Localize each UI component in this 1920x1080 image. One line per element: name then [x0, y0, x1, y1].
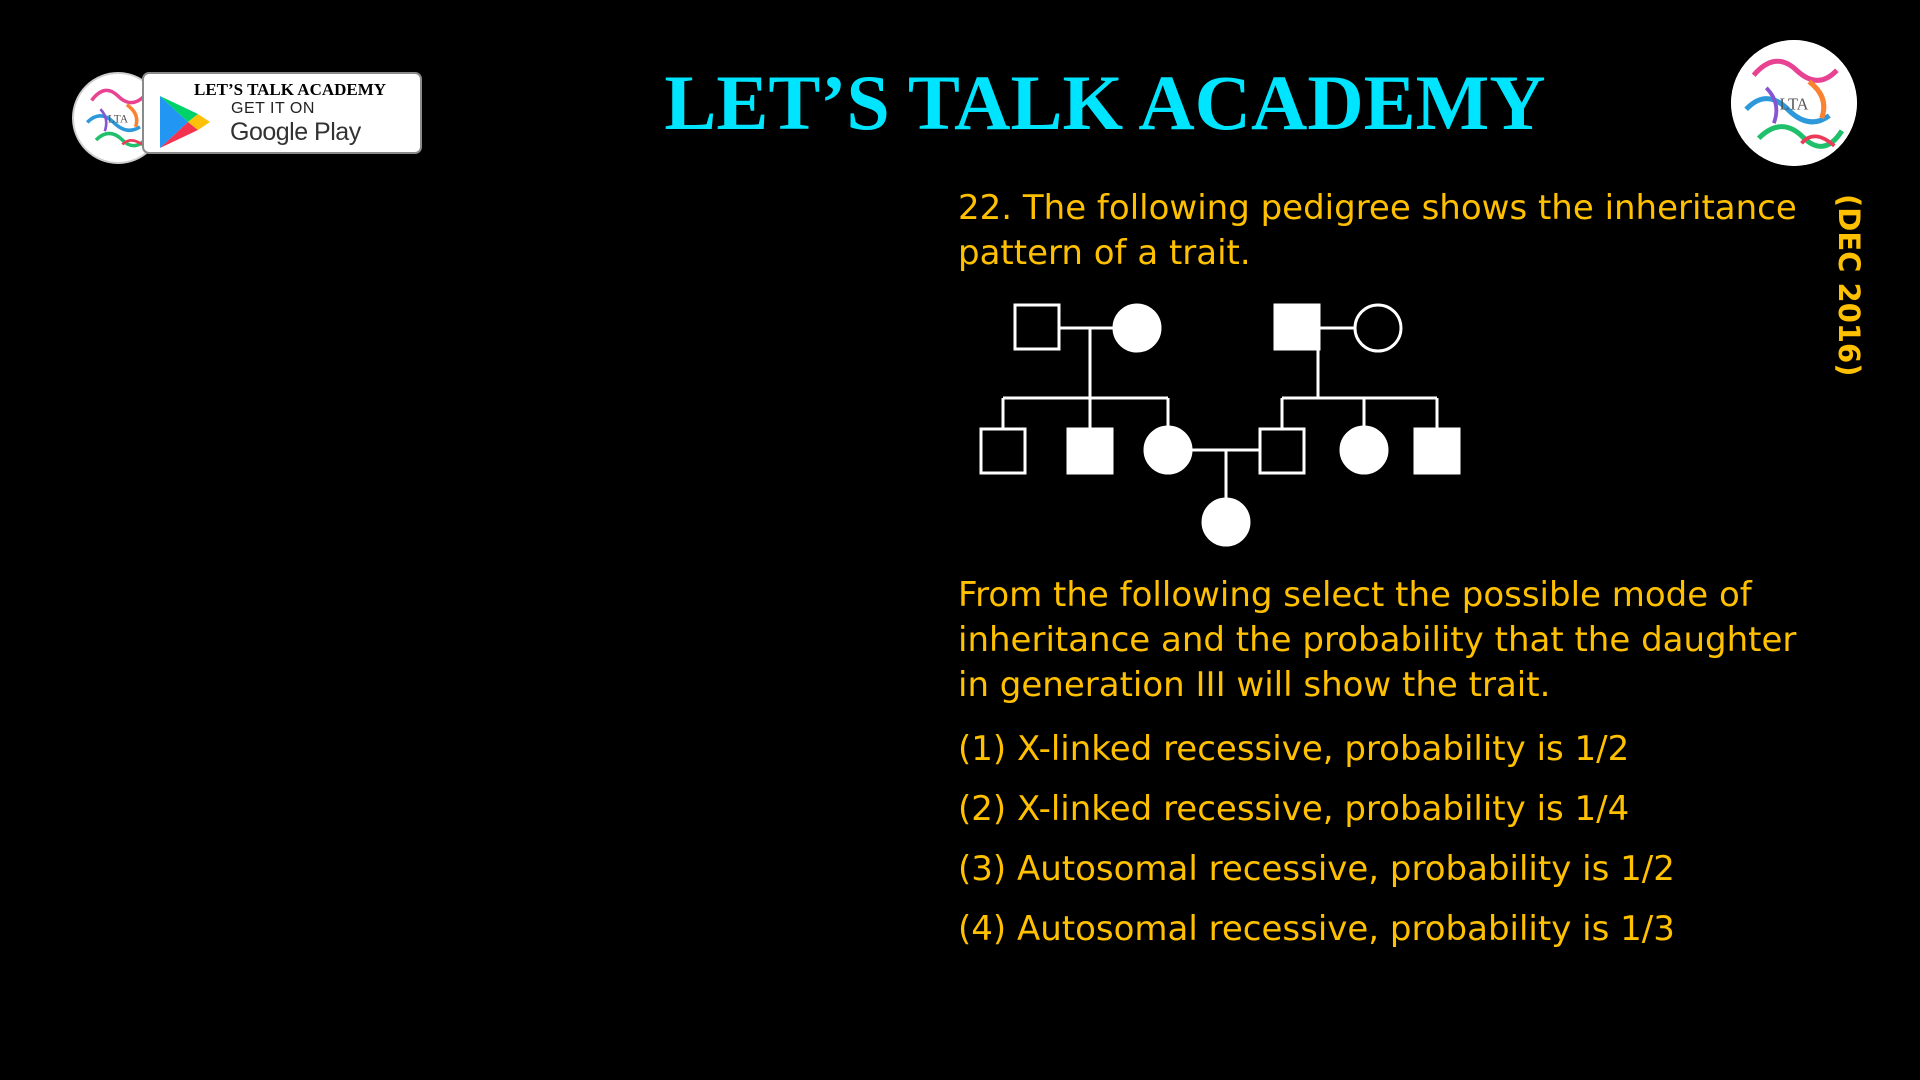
gen1-male-affected: [1273, 303, 1321, 351]
google-play-badge[interactable]: LET’S TALK ACADEMY GET IT ON Google Play: [142, 72, 422, 154]
option-3[interactable]: (3) Autosomal recessive, probability is …: [958, 849, 1675, 889]
gen2-male-affected: [1066, 427, 1114, 475]
gen2-female-affected: [1143, 425, 1193, 475]
pedigree-lines: [1001, 326, 1439, 500]
badge-store-name: Google Play: [230, 118, 361, 146]
google-play-icon: [160, 96, 210, 148]
gen1-female-unaffected: [1353, 303, 1403, 353]
question-prompt: From the following select the possible m…: [958, 575, 1797, 705]
question-stem: 22. The following pedigree shows the inh…: [958, 188, 1797, 273]
gen2-male-unaffected: [979, 427, 1027, 475]
gen1-male-unaffected: [1013, 303, 1061, 351]
gen2-female-affected: [1339, 425, 1389, 475]
option-4[interactable]: (4) Autosomal recessive, probability is …: [958, 909, 1675, 949]
lta-logo-icon: LTA: [1731, 40, 1857, 166]
gen2-male-unaffected: [1258, 427, 1306, 475]
answer-options: (1) X-linked recessive, probability is 1…: [958, 724, 1675, 964]
option-1[interactable]: (1) X-linked recessive, probability is 1…: [958, 729, 1630, 769]
gen3-female-affected: [1201, 497, 1251, 547]
svg-text:LTA: LTA: [1780, 94, 1809, 113]
pedigree-diagram: [979, 303, 1461, 547]
badge-get-it-on: GET IT ON: [231, 100, 315, 117]
option-2[interactable]: (2) X-linked recessive, probability is 1…: [958, 789, 1630, 829]
exam-session-tag: (DEC 2016): [1832, 194, 1866, 377]
page-title: LET’S TALK ACADEMY: [664, 59, 1546, 146]
svg-text:LTA: LTA: [108, 113, 129, 125]
gen2-male-affected: [1413, 427, 1461, 475]
gen1-female-affected: [1112, 303, 1162, 353]
badge-brand: LET’S TALK ACADEMY: [194, 80, 387, 99]
